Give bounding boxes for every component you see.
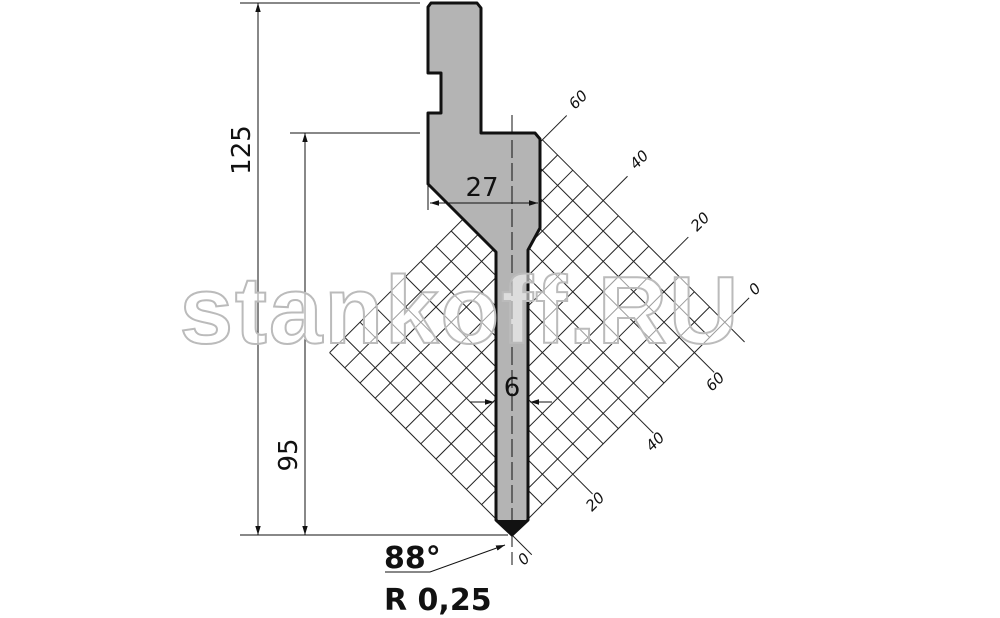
grid-label-lower: 40 [642, 429, 668, 455]
grid-line [526, 154, 710, 338]
punch-tip [497, 520, 527, 535]
grid-line [694, 352, 715, 373]
dimension-125: 125 [227, 125, 257, 175]
grid-label-upper: 60 [565, 87, 591, 113]
tip-angle: 88° [384, 541, 441, 576]
grid-line [633, 413, 654, 434]
grid-line [511, 169, 695, 353]
dimension-6: 6 [504, 373, 521, 403]
grid-label-upper: 20 [687, 209, 713, 235]
grid-label-upper: 0 [745, 279, 764, 298]
dimension-27: 27 [465, 173, 498, 203]
watermark: stankoff.RU [180, 257, 741, 364]
grid-line [572, 473, 593, 495]
grid-label-lower: 20 [582, 489, 608, 515]
grid-line [450, 230, 634, 414]
grid-line [511, 534, 533, 556]
grid-label-upper: 40 [626, 147, 652, 173]
grid-line [724, 321, 745, 343]
grid-line [542, 139, 726, 323]
grid-line [329, 352, 513, 536]
grid-label-lower: 0 [514, 549, 533, 568]
dimension-95: 95 [274, 438, 304, 471]
tip-radius: R 0,25 [384, 583, 492, 618]
grid-line [390, 291, 574, 475]
grid-label-lower: 60 [702, 369, 728, 395]
bend-grid [329, 115, 750, 556]
